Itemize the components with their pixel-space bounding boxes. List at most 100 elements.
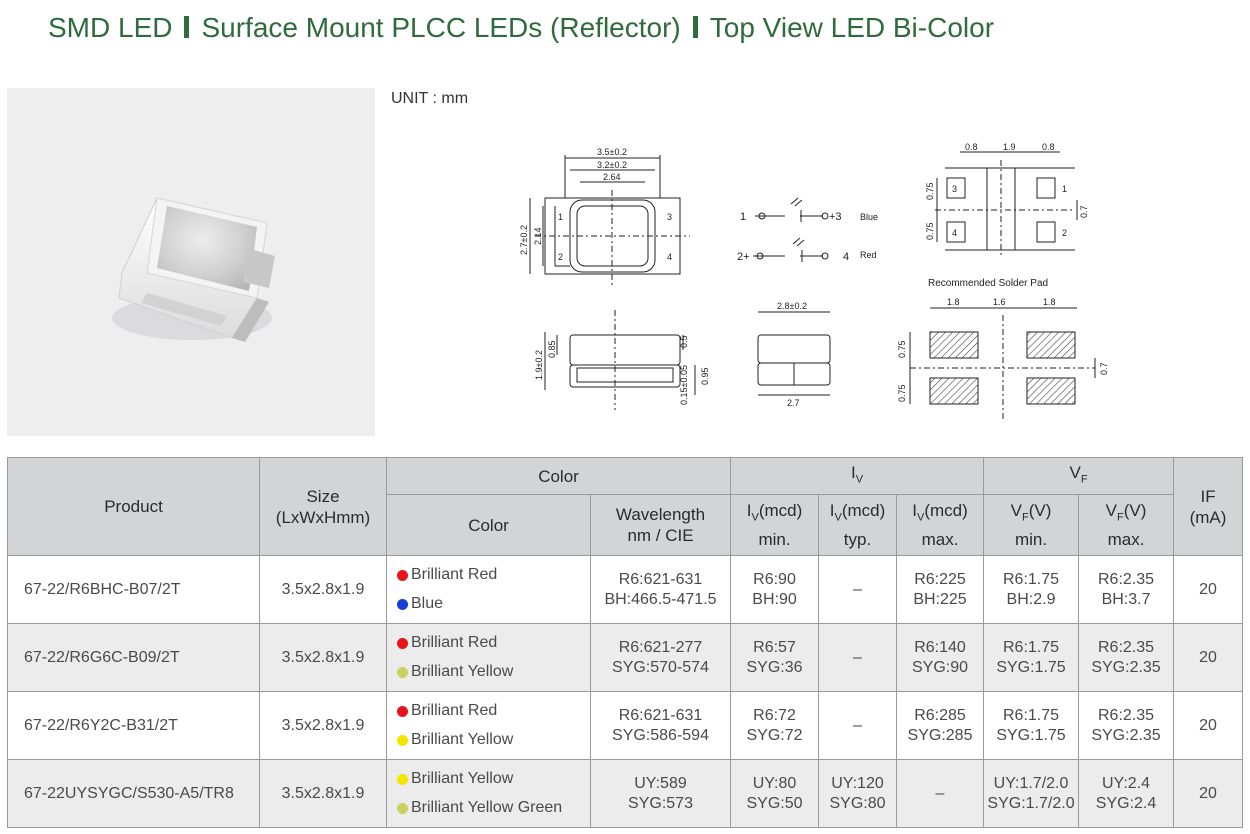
size-cell: 3.5x2.8x1.9 [259, 691, 387, 760]
red-dot-icon [397, 705, 408, 717]
header-iv-group: IV [729, 457, 985, 495]
dim-3-2: 3.2±0.2 [597, 160, 627, 170]
if-cell: 20 [1173, 623, 1244, 692]
dim-solder-0-75b: 0.75 [897, 384, 907, 402]
dim-side-0-95: 0.95 [700, 367, 710, 385]
dim-pad-0-75b: 0.75 [925, 222, 935, 240]
table-row: 67-22/R6BHC-B07/2T 3.5x2.8x1.9 Brilliant… [7, 555, 1244, 624]
header-color-group: Color [386, 457, 731, 495]
color-cell: Brilliant Red Blue [386, 555, 591, 624]
dim-side-1-9: 1.9±0.2 [534, 350, 544, 380]
header-size: Size(LxWxHmm) [259, 457, 387, 556]
circuit-schematic [753, 197, 829, 262]
iv-typ-cell: – [818, 691, 897, 760]
color-cell: Brilliant Yellow Brilliant Yellow Green [386, 759, 591, 828]
title-separator-1 [184, 16, 190, 38]
red-dot-icon [397, 637, 408, 649]
color-cell: Brilliant Red Brilliant Yellow [386, 691, 591, 760]
table-row: 67-22/R6Y2C-B31/2T 3.5x2.8x1.9 Brilliant… [7, 691, 1244, 760]
title-part-2: Surface Mount PLCC LEDs (Reflector) [201, 12, 681, 43]
dim-side-0-15: 0.15±0.05 [679, 365, 689, 405]
dim-side-0-5: 0.5 [679, 335, 689, 348]
pad-pin-3: 3 [952, 184, 957, 194]
dim-3-5: 3.5±0.2 [597, 147, 627, 157]
dim-pad-1-9: 1.9 [1003, 142, 1016, 152]
blue-dot-icon [397, 598, 408, 610]
header-if: IF(mA) [1173, 457, 1244, 556]
header-iv-min: IV(mcd)min. [730, 494, 819, 556]
solder-pad-title: Recommended Solder Pad [928, 278, 1048, 289]
pad-pin-4: 4 [952, 228, 957, 238]
header-product: Product [7, 457, 260, 556]
dim-side-0-85: 0.85 [547, 340, 557, 358]
dim-solder-1-8b: 1.8 [1043, 297, 1056, 307]
top-pin-3: 3 [667, 212, 672, 222]
yellow-dot-icon [397, 773, 408, 785]
table-row: 67-22/R6G6C-B09/2T 3.5x2.8x1.9 Brilliant… [7, 623, 1244, 692]
pad-pin-1: 1 [1062, 184, 1067, 194]
header-vf-max: VF(V)max. [1078, 494, 1175, 556]
title-part-3: Top View LED Bi-Color [709, 12, 995, 43]
dim-solder-0-75a: 0.75 [897, 340, 907, 358]
dim-solder-1-8a: 1.8 [947, 297, 960, 307]
color-cell: Brilliant Red Brilliant Yellow [386, 623, 591, 692]
dim-2-14: 2.14 [533, 227, 543, 245]
dim-pad-0-75a: 0.75 [925, 182, 935, 200]
end-view-drawing [757, 311, 831, 396]
product-cell: 67-22UYSYGC/S530-A5/TR8 [7, 759, 260, 828]
iv-max-cell: – [895, 759, 985, 828]
if-cell: 20 [1173, 555, 1244, 624]
size-cell: 3.5x2.8x1.9 [259, 623, 387, 692]
spec-table: Product Size(LxWxHmm) Color IV VF IF(mA)… [7, 457, 1244, 828]
product-photo [7, 88, 375, 436]
red-dot-icon [397, 569, 408, 581]
yellow-green-dot-icon [397, 666, 408, 678]
dim-pad-0-8a: 0.8 [965, 142, 978, 152]
header-iv-max: IV(mcd)max. [895, 494, 985, 556]
if-cell: 20 [1173, 759, 1244, 828]
dim-2-64: 2.64 [603, 172, 621, 182]
pad-pin-2: 2 [1062, 228, 1067, 238]
header-iv-typ: IV(mcd)typ. [818, 494, 897, 556]
dim-solder-1-6: 1.6 [993, 297, 1006, 307]
schem-pin-2: 2+ [737, 251, 750, 263]
top-pin-4: 4 [667, 252, 672, 262]
top-pin-2: 2 [558, 252, 563, 262]
header-vf-min: VF(V)min. [983, 494, 1080, 556]
if-cell: 20 [1173, 691, 1244, 760]
dim-pad-0-8b: 0.8 [1042, 142, 1055, 152]
size-cell: 3.5x2.8x1.9 [259, 555, 387, 624]
top-view-drawing [529, 155, 690, 285]
dim-end-2-7: 2.7 [787, 398, 800, 408]
title-part-1: SMD LED [48, 12, 173, 43]
title-separator-2 [692, 16, 698, 38]
iv-typ-cell: – [818, 623, 897, 692]
schem-label-blue: Blue [860, 212, 878, 222]
schem-label-red: Red [860, 250, 877, 260]
size-cell: 3.5x2.8x1.9 [259, 759, 387, 828]
dim-end-2-8: 2.8±0.2 [777, 301, 807, 311]
header-vf-group: VF [983, 457, 1175, 495]
schem-pin-3: +3 [829, 211, 842, 223]
product-cell: 67-22/R6Y2C-B31/2T [7, 691, 260, 760]
unit-label: UNIT : mm [391, 90, 469, 107]
table-row: 67-22UYSYGC/S530-A5/TR8 3.5x2.8x1.9 Bril… [7, 759, 1244, 828]
iv-typ-cell: – [818, 555, 897, 624]
yellow-dot-icon [397, 734, 408, 746]
schem-pin-4: 4 [843, 251, 849, 263]
pad-view-drawing [935, 151, 1078, 258]
